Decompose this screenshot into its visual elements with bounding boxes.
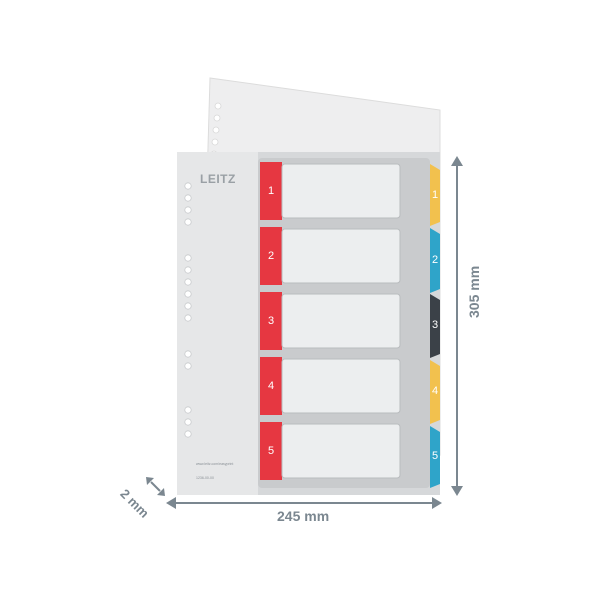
leitz-logo-text: LEITZ (200, 172, 236, 186)
tab-number-4: 4 (431, 385, 439, 397)
tab-number-1: 1 (431, 189, 439, 201)
tab-number-3: 3 (431, 319, 439, 331)
width-dimension-label: 245 mm (277, 508, 330, 524)
index-number-3: 3 (267, 315, 275, 327)
index-rows (260, 162, 401, 480)
front-sheet-left (177, 152, 258, 495)
footer-code: 1236-00-00 (196, 476, 214, 480)
front-sheet-holes (184, 182, 192, 438)
dimension-lines (146, 156, 463, 509)
index-number-4: 4 (267, 380, 275, 392)
tab-number-5: 5 (431, 450, 439, 462)
index-number-2: 2 (267, 250, 275, 262)
index-number-5: 5 (267, 445, 275, 457)
leitz-logo: LEITZ (200, 172, 236, 186)
height-dimension-label: 305 mm (466, 265, 482, 318)
tab-number-2: 2 (431, 254, 439, 266)
side-tabs (430, 164, 440, 488)
footer-url: www.leitz.com/easyprint (196, 462, 234, 466)
index-number-1: 1 (267, 185, 275, 197)
